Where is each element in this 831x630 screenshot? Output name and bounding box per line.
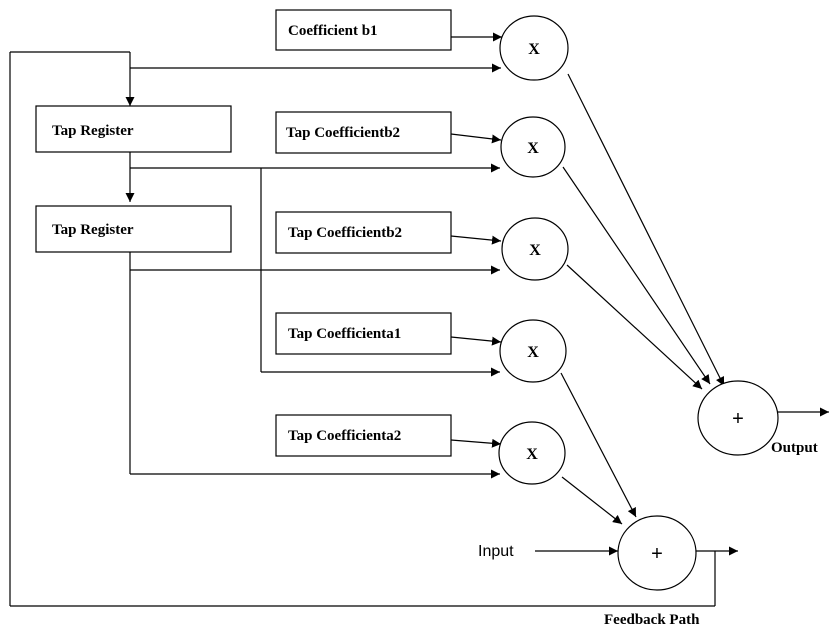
coefficient-a2-box: Tap Coefficienta2 (275, 414, 452, 457)
mult-a1-to-input-adder (560, 372, 637, 518)
coefficient-b2-first-label: Tap Coefficientb2 (286, 125, 400, 141)
coefficient-a1-label: Tap Coefficienta1 (288, 326, 401, 342)
tap-register-2: Tap Register (35, 205, 232, 253)
multiplier-b2-second: X (501, 217, 569, 281)
feedback-path-label: Feedback Path (604, 612, 700, 628)
coefficient-b2-first-box: Tap Coefficientb2 (275, 111, 452, 154)
coefficient-b2-second-box: Tap Coefficientb2 (275, 211, 452, 254)
tap-register-1: Tap Register (35, 105, 232, 153)
coefficient-b2-second-label: Tap Coefficientb2 (288, 225, 402, 241)
multiplier-b2-first-symbol: X (527, 140, 539, 157)
multiplier-b2-second-symbol: X (529, 242, 541, 259)
coef-a1-to-mult (450, 336, 502, 346)
multiplier-a2: X (498, 421, 566, 485)
tap-register-2-label: Tap Register (52, 222, 134, 238)
input-adder: + (617, 515, 697, 591)
mult-b2b-to-output-adder (566, 264, 703, 390)
output-adder: + (697, 380, 779, 456)
tap-register-1-label: Tap Register (52, 123, 134, 139)
coefficient-a2-label: Tap Coefficienta2 (288, 428, 401, 444)
multiplier-a1: X (499, 319, 567, 383)
connection-lines (9, 32, 829, 607)
output-label: Output (771, 440, 818, 456)
coefficient-b1-box: Coefficient b1 (275, 9, 452, 51)
input-adder-symbol: + (651, 543, 663, 565)
multiplier-b2-first: X (500, 116, 566, 178)
multiplier-a2-symbol: X (526, 446, 538, 463)
mult-b2a-to-output-adder (562, 166, 711, 385)
mult-b1-to-output-adder (567, 73, 725, 387)
coefficient-a1-box: Tap Coefficienta1 (275, 312, 452, 355)
multiplier-b1-symbol: X (528, 41, 540, 58)
coefficient-b1-label: Coefficient b1 (288, 23, 378, 39)
coef-b2a-to-mult (450, 133, 502, 144)
multiplier-a1-symbol: X (527, 344, 539, 361)
input-label: Input (478, 543, 514, 560)
mult-a2-to-input-adder (561, 476, 623, 525)
multiplier-b1: X (499, 15, 569, 81)
coef-a2-to-mult (450, 438, 502, 448)
output-adder-symbol: + (732, 408, 744, 430)
coef-b2b-to-mult (450, 235, 502, 245)
